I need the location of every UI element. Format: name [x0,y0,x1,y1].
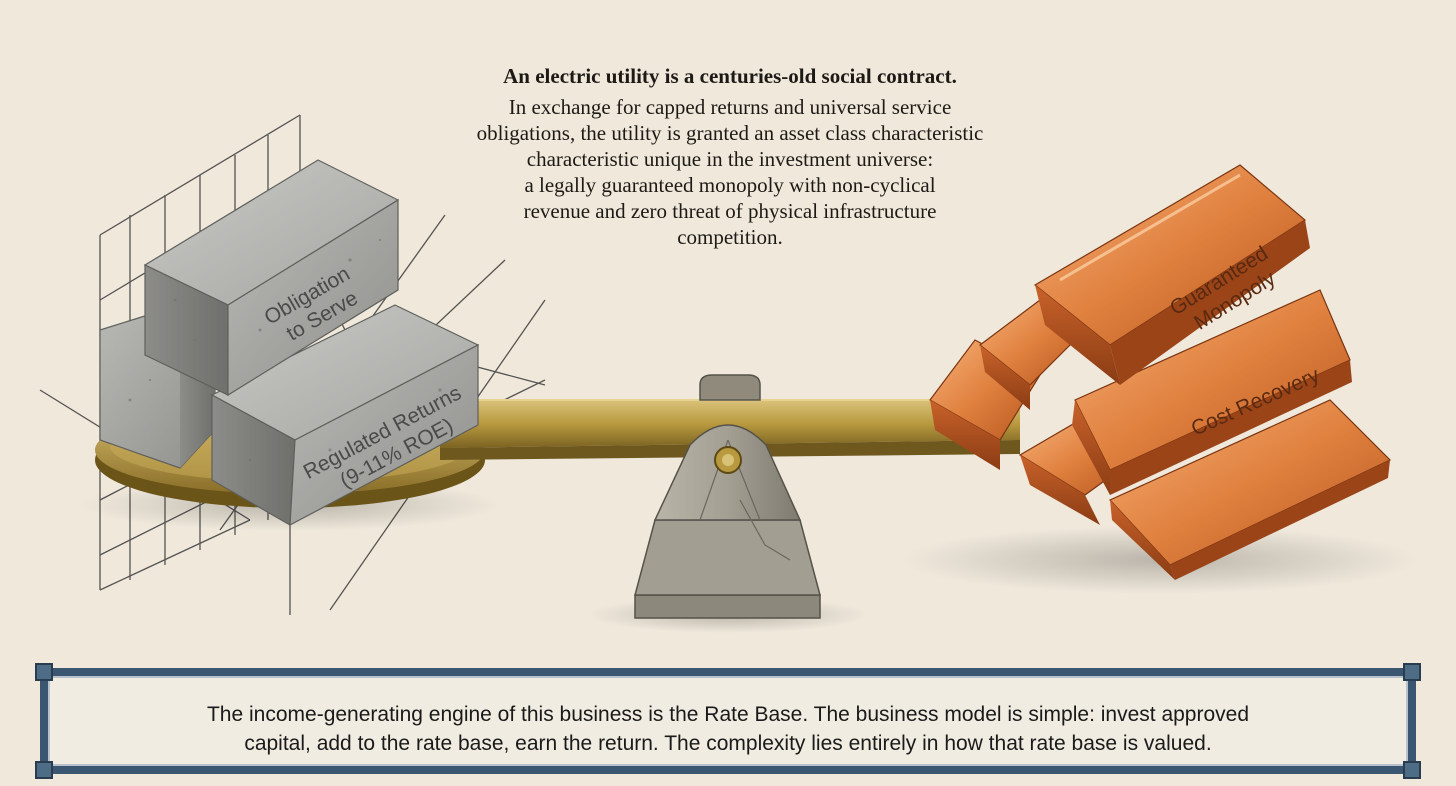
concrete-block-front [210,304,480,527]
intro-line: obligations, the utility is granted an a… [476,121,984,145]
intro-line: revenue and zero threat of physical infr… [523,199,937,223]
copper-bar-guaranteed-monopoly [1033,164,1310,385]
caption-text: The income-generating engine of this bus… [108,700,1348,758]
concrete-blocks [99,159,480,527]
frame-corner [1403,761,1421,779]
intro-line: characteristic unique in the investment … [526,147,934,171]
intro-body: In exchange for capped returns and unive… [380,94,1080,250]
caption-line: capital, add to the rate base, earn the … [244,732,1212,755]
concrete-speckles [128,238,442,462]
intro-line: In exchange for capped returns and unive… [508,95,952,119]
caption-line: The income-generating engine of this bus… [206,703,1250,726]
intro-heading: An electric utility is a centuries-old s… [503,64,957,88]
copper-bar-bottom [1108,399,1392,580]
intro-line: a legally guaranteed monopoly with non-c… [524,173,936,197]
intro-text: An electric utility is a centuries-old s… [380,62,1080,250]
scale-stand [634,374,821,619]
frame-corner [1403,663,1421,681]
copper-bars [929,164,1392,580]
copper-bar-cost-recovery [1072,289,1352,495]
concrete-block-top [143,159,400,397]
frame-corner [35,663,53,681]
frame-corner [35,761,53,779]
caption-box: The income-generating engine of this bus… [35,663,1421,779]
intro-line: competition. [677,225,783,249]
